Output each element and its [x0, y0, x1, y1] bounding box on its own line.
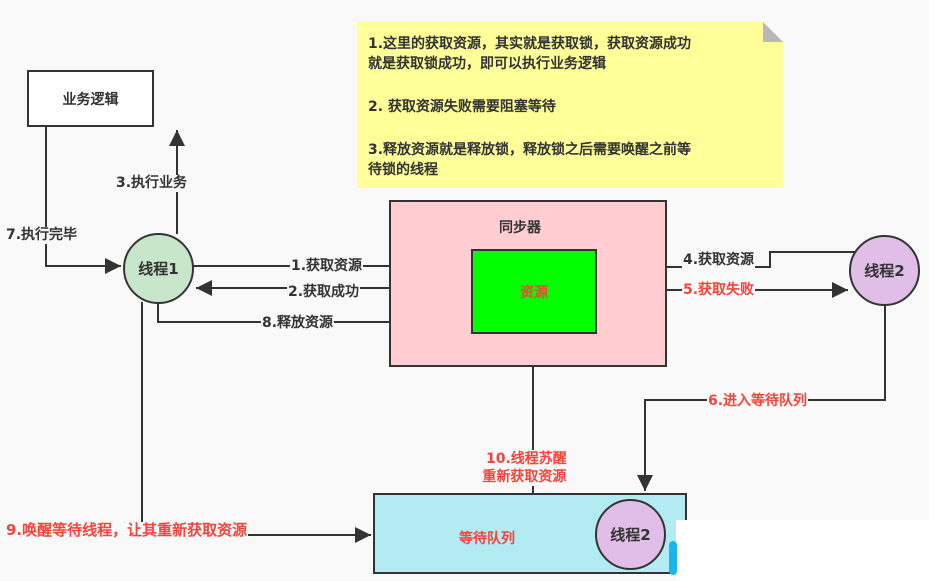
note-line-3: 3.释放资源就是释放锁，释放锁之后需要唤醒之前等 待锁的线程: [368, 142, 692, 178]
label-step9: 9.唤醒等待线程，让其重新获取资源: [5, 521, 249, 539]
label-step2: 2.获取成功: [287, 284, 361, 301]
watermark-smudge: [676, 520, 929, 581]
label-step10-line2: 重新获取资源: [482, 469, 567, 485]
label-step4: 4.获取资源: [682, 252, 756, 269]
edge-step8: [157, 302, 470, 330]
label-step7: 7.执行完毕: [5, 227, 79, 244]
label-step3: 3.执行业务: [115, 175, 189, 192]
note-line-1: 1.这里的获取资源，其实就是获取锁，获取资源成功 就是获取锁成功，即可以执行业务…: [368, 36, 692, 72]
wait-queue-label: 等待队列: [459, 531, 515, 547]
thread2-label: 线程2: [864, 262, 905, 280]
thread2-queued-node[interactable]: 线程2: [595, 499, 666, 570]
label-step6: 6.进入等待队列: [707, 393, 809, 410]
note-line-2: 2. 获取资源失败需要阻塞等待: [368, 99, 556, 115]
thread2-queued-label: 线程2: [610, 526, 651, 544]
resource-label: 资源: [520, 284, 548, 301]
label-step10: 10.线程苏醒 重新获取资源: [482, 450, 568, 486]
resource-box[interactable]: 资源: [471, 249, 597, 334]
label-step10-line1: 10.线程苏醒: [486, 451, 567, 467]
note-card: 1.这里的获取资源，其实就是获取锁，获取资源成功 就是获取锁成功，即可以执行业务…: [357, 22, 783, 188]
edge-step7: [45, 126, 121, 274]
note-folded-corner: [763, 22, 783, 42]
business-logic-label: 业务逻辑: [62, 91, 119, 108]
synchronizer-label: 同步器: [499, 220, 541, 236]
watermark-blue-mark: [669, 541, 677, 575]
thread2-node[interactable]: 线程2: [849, 235, 920, 306]
label-step1: 1.获取资源: [290, 258, 364, 275]
label-step8: 8.释放资源: [261, 315, 335, 332]
label-step5: 5.获取失败: [682, 282, 756, 299]
edge-step9: [141, 302, 371, 543]
thread1-node[interactable]: 线程1: [123, 233, 194, 304]
thread1-label: 线程1: [138, 260, 179, 278]
business-logic-box[interactable]: 业务逻辑: [27, 70, 154, 127]
